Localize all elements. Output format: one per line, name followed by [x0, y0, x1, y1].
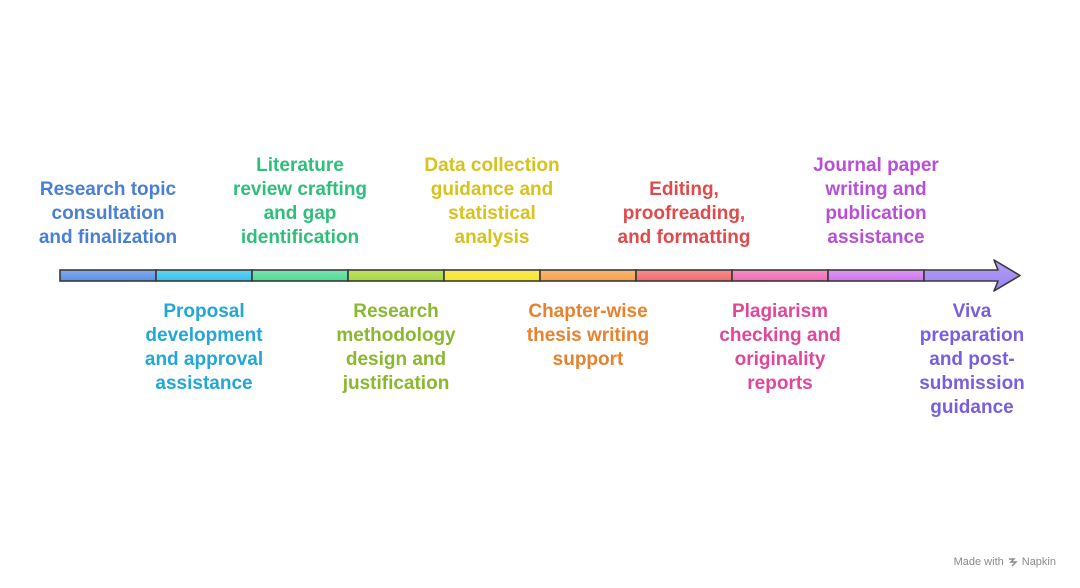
milestone-label: Plagiarism checking and originality repo…: [719, 301, 841, 394]
watermark: Made with Napkin: [954, 556, 1056, 568]
milestone-label: Research topic consultation and finaliza…: [38, 179, 178, 248]
milestone-label: Data collection guidance and statistical…: [424, 155, 560, 248]
milestone-label: Proposal development and approval assist…: [144, 301, 264, 394]
watermark-prefix: Made with: [953, 556, 1004, 568]
milestone-label: Literature review crafting and gap ident…: [232, 155, 368, 248]
timeline-segment: [827, 269, 925, 282]
timeline-segment: [635, 269, 733, 282]
milestone-label: Editing, proofreading, and formatting: [617, 179, 751, 248]
timeline-segment: [539, 269, 637, 282]
milestone-label: Viva preparation and post- submission gu…: [919, 301, 1025, 418]
timeline-segment: [731, 269, 829, 282]
timeline-segment: [59, 269, 157, 282]
timeline-segment: [155, 269, 253, 282]
milestone-label: Research methodology design and justific…: [336, 301, 456, 394]
timeline-segment: [251, 269, 349, 282]
milestone-label: Chapter-wise thesis writing support: [526, 301, 650, 370]
milestone-label: Journal paper writing and publication as…: [813, 155, 939, 248]
timeline-segment: [347, 269, 445, 282]
watermark-brand: Napkin: [1021, 556, 1056, 568]
napkin-logo-icon: [1008, 558, 1018, 567]
timeline-segment: [443, 269, 541, 282]
timeline-segment: [923, 259, 1021, 292]
